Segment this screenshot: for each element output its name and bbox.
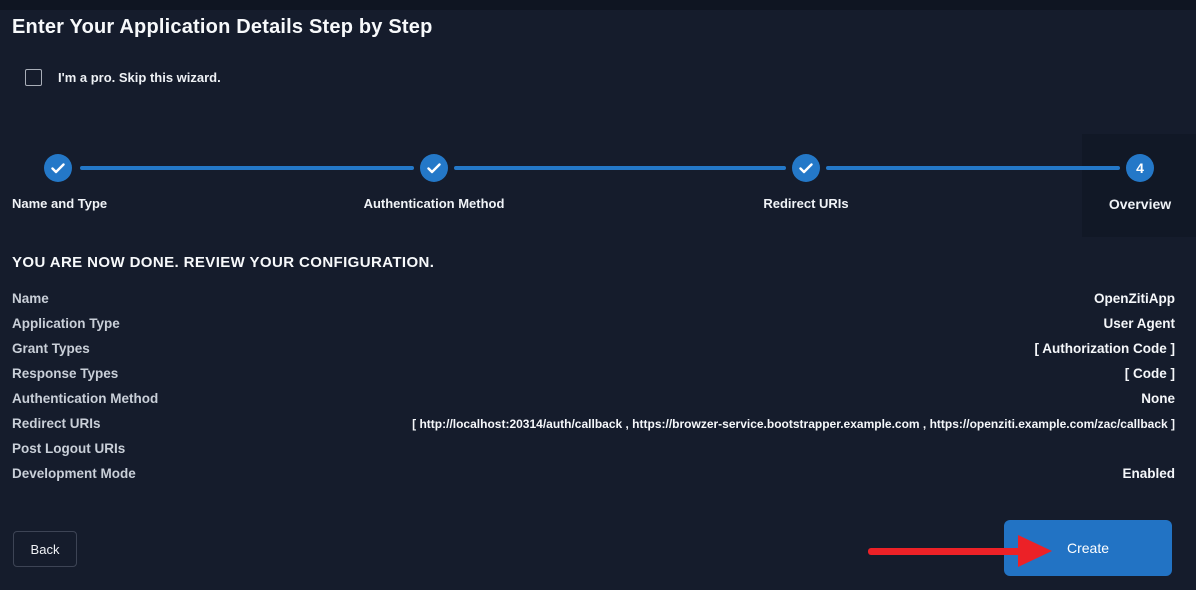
- row-label: Redirect URIs: [12, 416, 101, 431]
- row-label: Application Type: [12, 316, 120, 331]
- review-row-response-types: Response Types [ Code ]: [12, 361, 1175, 386]
- review-row-redirect-uris: Redirect URIs [ http://localhost:20314/a…: [12, 411, 1175, 436]
- step-2-indicator[interactable]: [420, 154, 448, 182]
- skip-wizard-row: I'm a pro. Skip this wizard.: [25, 69, 221, 86]
- row-label: Post Logout URIs: [12, 441, 126, 456]
- stepper-connector-2: [454, 166, 786, 170]
- stepper-connector-3: [826, 166, 1120, 170]
- step-3-indicator[interactable]: [792, 154, 820, 182]
- step-label-name-and-type: Name and Type: [12, 196, 108, 211]
- active-step-highlight: [1082, 134, 1196, 237]
- row-value: User Agent: [1103, 316, 1175, 331]
- red-arrow-right-icon: [868, 548, 1022, 555]
- row-value: [ http://localhost:20314/auth/callback ,…: [412, 416, 1175, 431]
- review-row-post-logout-uris: Post Logout URIs: [12, 436, 1175, 461]
- row-value: [ Code ]: [1124, 366, 1175, 381]
- step-1-indicator[interactable]: [44, 154, 72, 182]
- check-icon: [427, 162, 441, 174]
- row-value: Enabled: [1122, 466, 1175, 481]
- skip-wizard-checkbox[interactable]: [25, 69, 42, 86]
- step-4-indicator[interactable]: 4: [1126, 154, 1154, 182]
- stepper-connector-1: [80, 166, 414, 170]
- bottom-edge: [0, 0, 1196, 10]
- review-row-grant-types: Grant Types [ Authorization Code ]: [12, 336, 1175, 361]
- check-icon: [799, 162, 813, 174]
- skip-wizard-label: I'm a pro. Skip this wizard.: [58, 70, 221, 85]
- row-value: None: [1141, 391, 1175, 406]
- step-label-overview: Overview: [1108, 196, 1172, 212]
- review-heading: YOU ARE NOW DONE. REVIEW YOUR CONFIGURAT…: [12, 254, 435, 271]
- back-button[interactable]: Back: [13, 531, 77, 567]
- row-label: Response Types: [12, 366, 119, 381]
- red-arrow-head-icon: [1018, 535, 1052, 567]
- row-value: [ Authorization Code ]: [1034, 341, 1175, 356]
- review-row-authentication-method: Authentication Method None: [12, 386, 1175, 411]
- row-label: Name: [12, 291, 49, 306]
- review-row-application-type: Application Type User Agent: [12, 311, 1175, 336]
- step-4-number: 4: [1136, 160, 1144, 176]
- step-label-authentication-method: Authentication Method: [363, 196, 505, 211]
- step-label-redirect-uris: Redirect URIs: [763, 196, 849, 211]
- row-label: Development Mode: [12, 466, 136, 481]
- row-label: Grant Types: [12, 341, 90, 356]
- row-value: OpenZitiApp: [1094, 291, 1175, 306]
- check-icon: [51, 162, 65, 174]
- page-title: Enter Your Application Details Step by S…: [12, 16, 433, 38]
- review-list: Name OpenZitiApp Application Type User A…: [12, 286, 1175, 486]
- row-label: Authentication Method: [12, 391, 159, 406]
- review-row-development-mode: Development Mode Enabled: [12, 461, 1175, 486]
- review-row-name: Name OpenZitiApp: [12, 286, 1175, 311]
